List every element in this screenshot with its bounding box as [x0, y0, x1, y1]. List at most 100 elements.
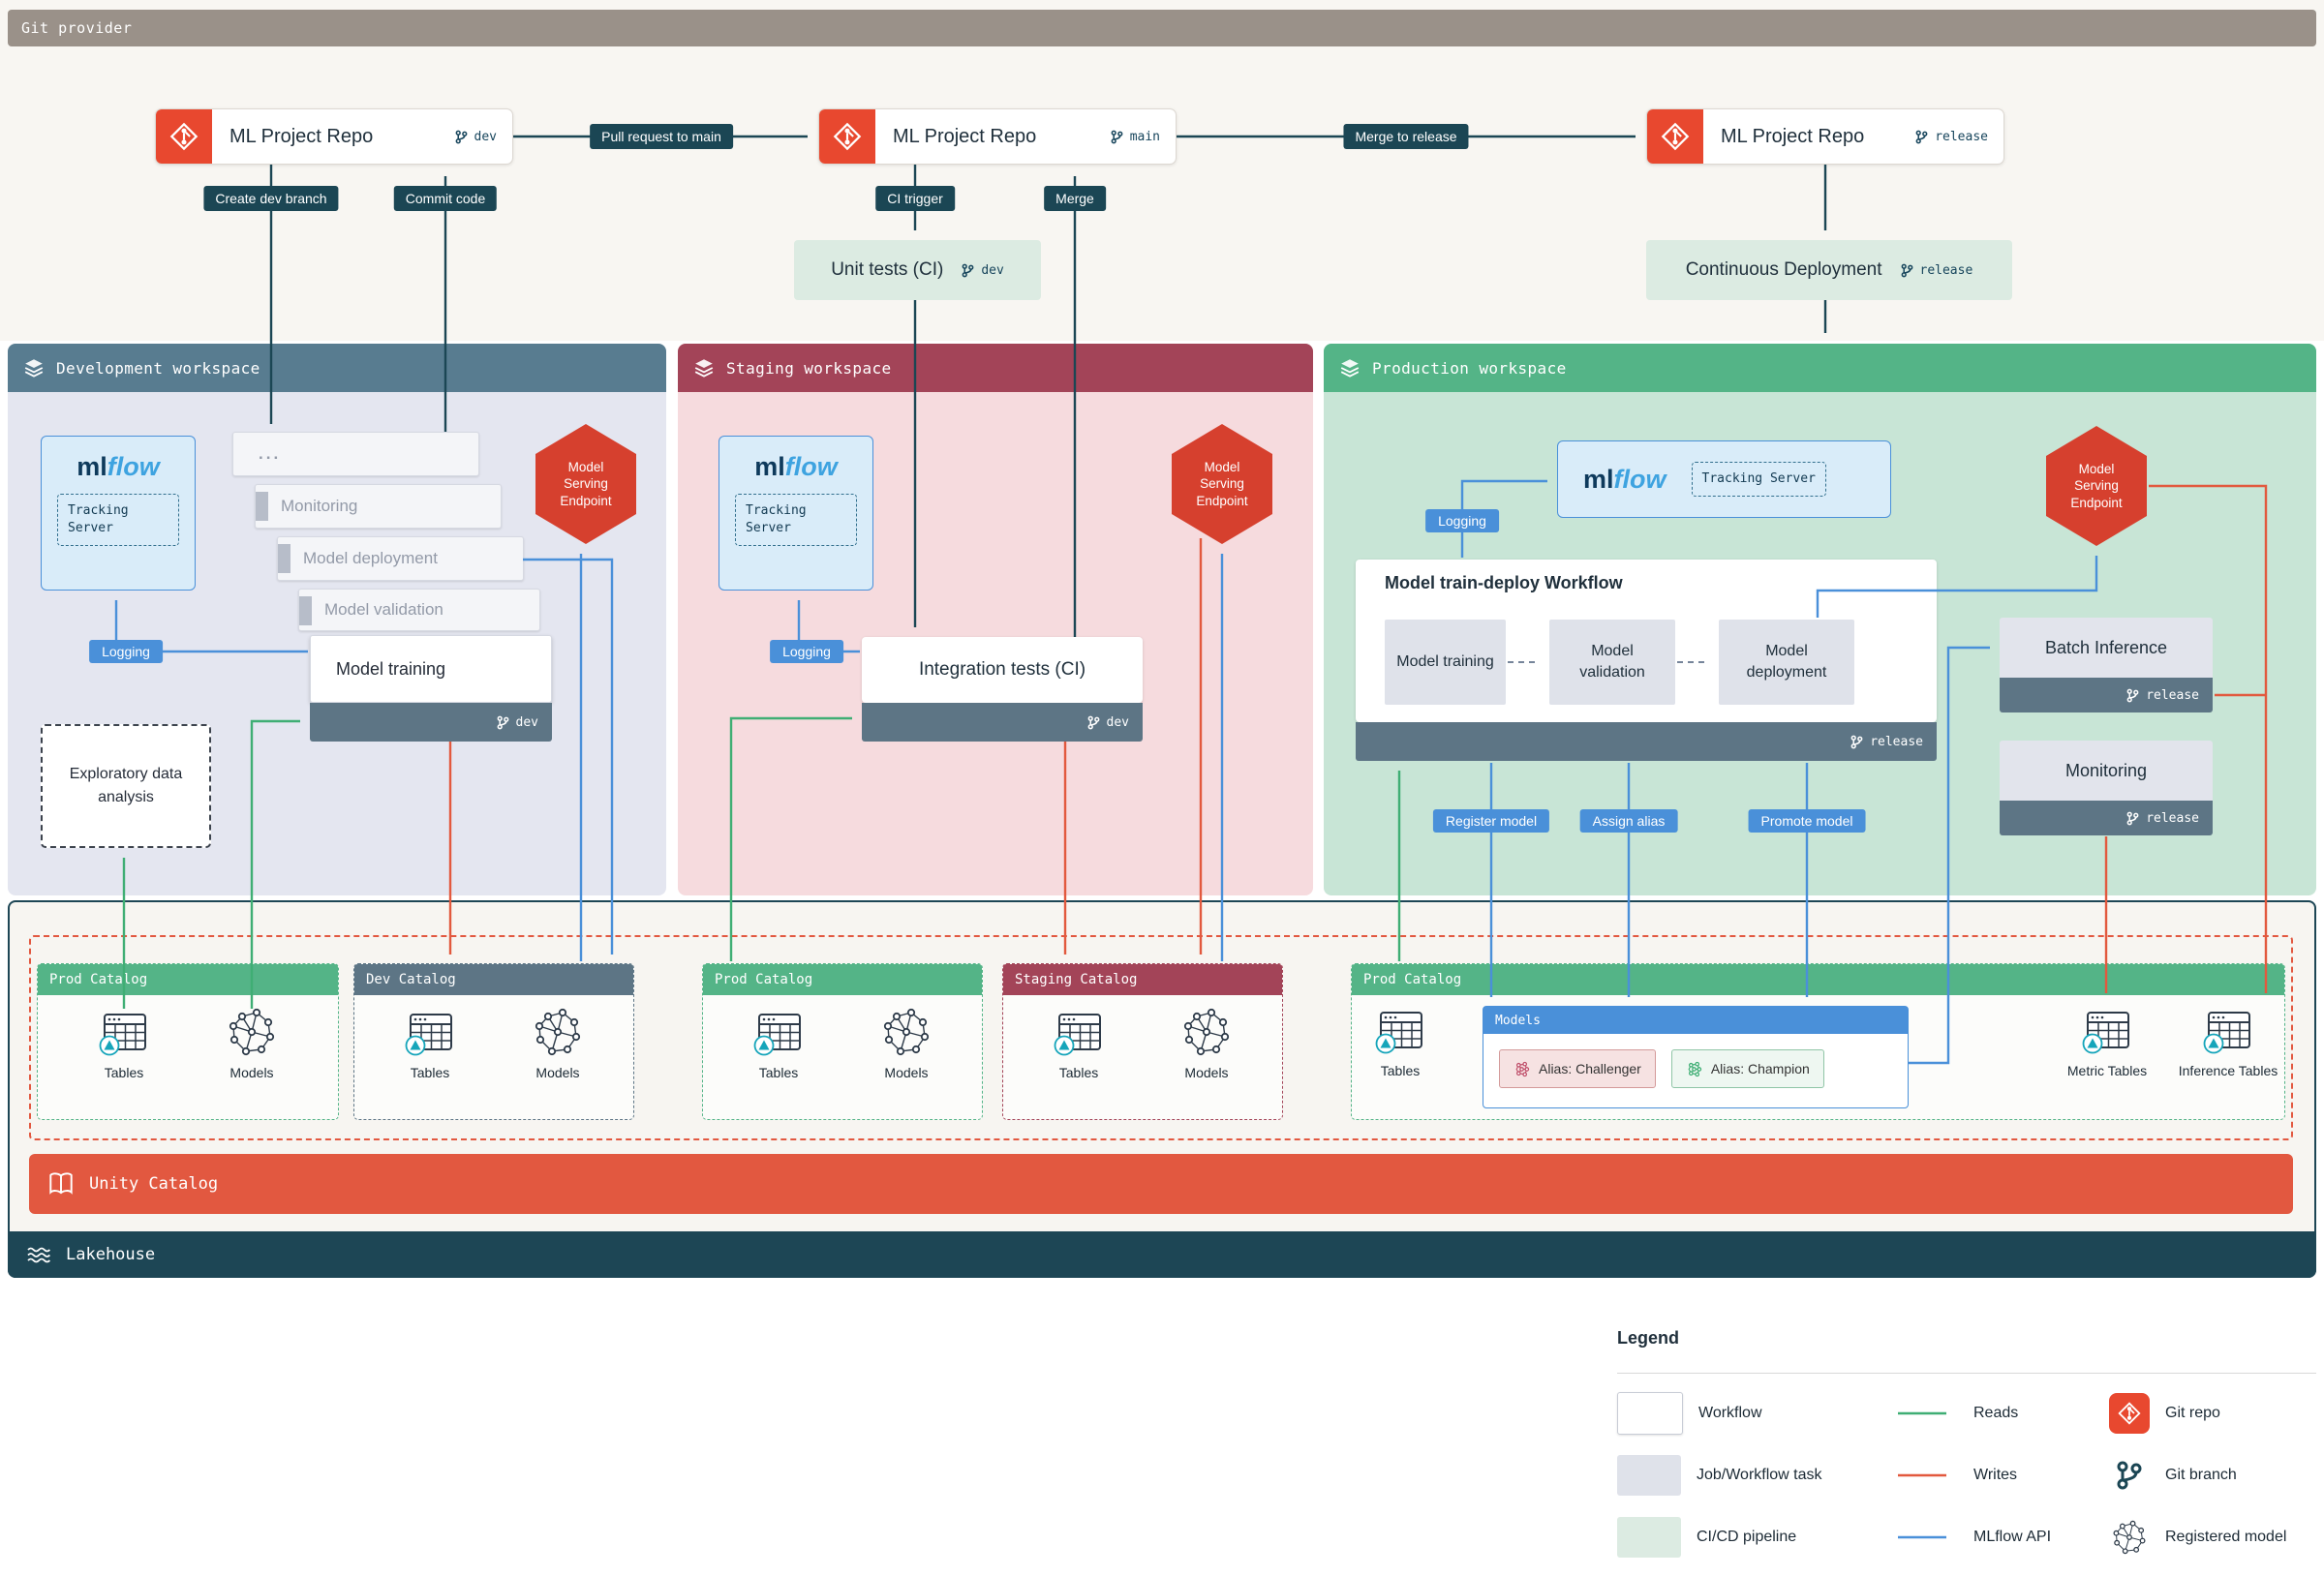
- prod-catalog-2: Prod Catalog Tables Models: [702, 963, 983, 1120]
- branch-name: dev: [981, 262, 1004, 278]
- catalog-item-label: Tables: [1058, 1065, 1099, 1080]
- unity-catalog-label: Unity Catalog: [89, 1174, 219, 1194]
- alias-challenger-chip: Alias: Challenger: [1499, 1049, 1656, 1088]
- serving-endpoint-label: Model Serving Endpoint: [1196, 459, 1248, 508]
- task-label: Monitoring: [281, 497, 358, 515]
- git-branch-chip: release: [1900, 262, 1973, 278]
- catalog-title: Prod Catalog: [1352, 964, 2284, 995]
- unit-tests-ci-box: Unit tests (CI) dev: [794, 240, 1041, 300]
- batch-inference-box: Batch Inference: [2000, 618, 2213, 678]
- edge-label-merge: Merge: [1044, 186, 1106, 211]
- git-provider-label: Git provider: [21, 19, 133, 37]
- git-branch-chip: release: [1914, 130, 2003, 144]
- mlflow-api-arrow-icon: [1898, 1535, 1946, 1539]
- edge-label-pull-request: Pull request to main: [590, 124, 733, 149]
- staging-workspace-header: Staging workspace: [678, 344, 1313, 392]
- edge-label-commit-code: Commit code: [393, 186, 498, 211]
- git-repo-dev[interactable]: ML Project Repo dev: [155, 108, 513, 165]
- catalog-item-models: Models: [870, 1005, 943, 1080]
- catalog-title: Dev Catalog: [354, 964, 633, 995]
- mlflow-logo: mlflow: [1583, 464, 1667, 494]
- catalog-item-label: Metric Tables: [2066, 1063, 2148, 1078]
- workflow-task-model-training: Model training: [1385, 620, 1506, 705]
- catalog-item-label: Inference Tables: [2178, 1063, 2278, 1078]
- job-task-swatch: [1617, 1455, 1681, 1496]
- task-card-model-deployment: Model deployment: [277, 536, 524, 581]
- git-repo-main[interactable]: ML Project Repo main: [818, 108, 1177, 165]
- task-label: Model deployment: [303, 549, 438, 567]
- git-repo-icon: [156, 109, 212, 164]
- tables-icon: [1054, 1014, 1101, 1056]
- repo-label: ML Project Repo: [893, 125, 1037, 147]
- logging-badge-dev: Logging: [89, 640, 163, 663]
- lakehouse-waves-icon: [27, 1247, 51, 1263]
- mlflow-tracking-prod: mlflow Tracking Server: [1557, 440, 1891, 518]
- legend-label: Writes: [1973, 1467, 2018, 1483]
- catalog-item-inference-tables: Inference Tables: [2175, 1003, 2281, 1078]
- workspace-layers-icon: [1340, 359, 1360, 378]
- cicd-swatch: [1617, 1517, 1681, 1558]
- legend-label: Workflow: [1698, 1405, 1762, 1421]
- registered-model-icon: [883, 1008, 930, 1056]
- workflow-swatch: [1617, 1392, 1683, 1435]
- exploratory-data-analysis-box: Exploratory data analysis: [41, 724, 211, 848]
- legend-row: Job/Workflow task Writes Git branch: [1617, 1452, 2316, 1499]
- workspace-title: Staging workspace: [726, 358, 892, 378]
- tracking-server-box: Tracking Server: [57, 494, 179, 547]
- registered-model-icon: [1688, 1061, 1701, 1076]
- continuous-deployment-box: Continuous Deployment release: [1646, 240, 2012, 300]
- tables-icon: [2082, 1012, 2129, 1054]
- branch-name: dev: [474, 129, 497, 144]
- branch-name: dev: [1106, 714, 1129, 730]
- eda-label: Exploratory data analysis: [69, 766, 183, 805]
- git-repo-release[interactable]: ML Project Repo release: [1646, 108, 2004, 165]
- dots-label: ...: [259, 444, 282, 463]
- legend-label: CI/CD pipeline: [1697, 1529, 1797, 1545]
- catalog-item-tables: Tables: [87, 1005, 161, 1080]
- workflow-title: Model train-deploy Workflow: [1385, 573, 1623, 592]
- tables-icon: [99, 1014, 146, 1056]
- workspace-layers-icon: [24, 359, 44, 378]
- git-branch-chip: release: [1850, 735, 1923, 749]
- task-tab: [256, 492, 268, 521]
- git-branch-icon: [2126, 811, 2139, 825]
- writes-arrow-icon: [1898, 1473, 1946, 1477]
- git-branch-chip: dev: [454, 130, 512, 144]
- task-card-monitoring: Monitoring: [255, 484, 502, 529]
- alias-champion-chip: Alias: Champion: [1670, 1049, 1824, 1088]
- legend-row: Workflow Reads Git repo: [1617, 1390, 2316, 1437]
- models-registry-box: Models Alias: Challenger Alias: Champion: [1483, 1006, 1909, 1108]
- tables-icon: [405, 1014, 452, 1056]
- reads-arrow-icon: [1898, 1411, 1946, 1415]
- tracking-server-box: Tracking Server: [1691, 461, 1826, 498]
- staging-dev-branch-bar: dev: [862, 703, 1143, 742]
- alias-label: Alias: Champion: [1710, 1061, 1810, 1076]
- catalog-item-label: Models: [535, 1065, 580, 1080]
- git-branch-chip: main: [1110, 130, 1176, 144]
- git-branch-chip: release: [2125, 688, 2199, 703]
- branch-name: release: [1935, 129, 1988, 144]
- legend-title: Legend: [1617, 1328, 1680, 1348]
- production-workspace-header: Production workspace: [1324, 344, 2316, 392]
- branch-name: release: [1919, 262, 1973, 278]
- catalog-item-label: Models: [1184, 1065, 1229, 1080]
- registered-model-icon: [1515, 1061, 1530, 1076]
- catalog-item-label: Tables: [104, 1065, 144, 1080]
- registered-model-icon: [1183, 1008, 1230, 1056]
- git-repo-icon: [2109, 1393, 2150, 1434]
- task-card-model-validation: Model validation: [298, 589, 540, 631]
- git-branch-icon: [962, 263, 974, 277]
- tables-icon: [2203, 1012, 2250, 1054]
- integration-tests-label: Integration tests (CI): [918, 659, 1086, 680]
- batch-inference-release-bar: release: [2000, 678, 2213, 712]
- workspace-title: Production workspace: [1372, 358, 1567, 378]
- legend-label: Registered model: [2165, 1529, 2287, 1545]
- unity-catalog-bar: Unity Catalog: [29, 1154, 2293, 1214]
- legend: Legend Workflow Reads Git repo Job/Workf…: [1617, 1328, 2316, 1558]
- catalog-item-label: Models: [884, 1065, 929, 1080]
- legend-label: Git repo: [2165, 1405, 2220, 1421]
- git-branch-icon: [455, 130, 467, 143]
- prod-catalog-1: Prod Catalog Tables Models: [37, 963, 339, 1120]
- serving-endpoint-label: Model Serving Endpoint: [2070, 461, 2123, 510]
- model-serving-endpoint-staging: Model Serving Endpoint: [1172, 424, 1272, 544]
